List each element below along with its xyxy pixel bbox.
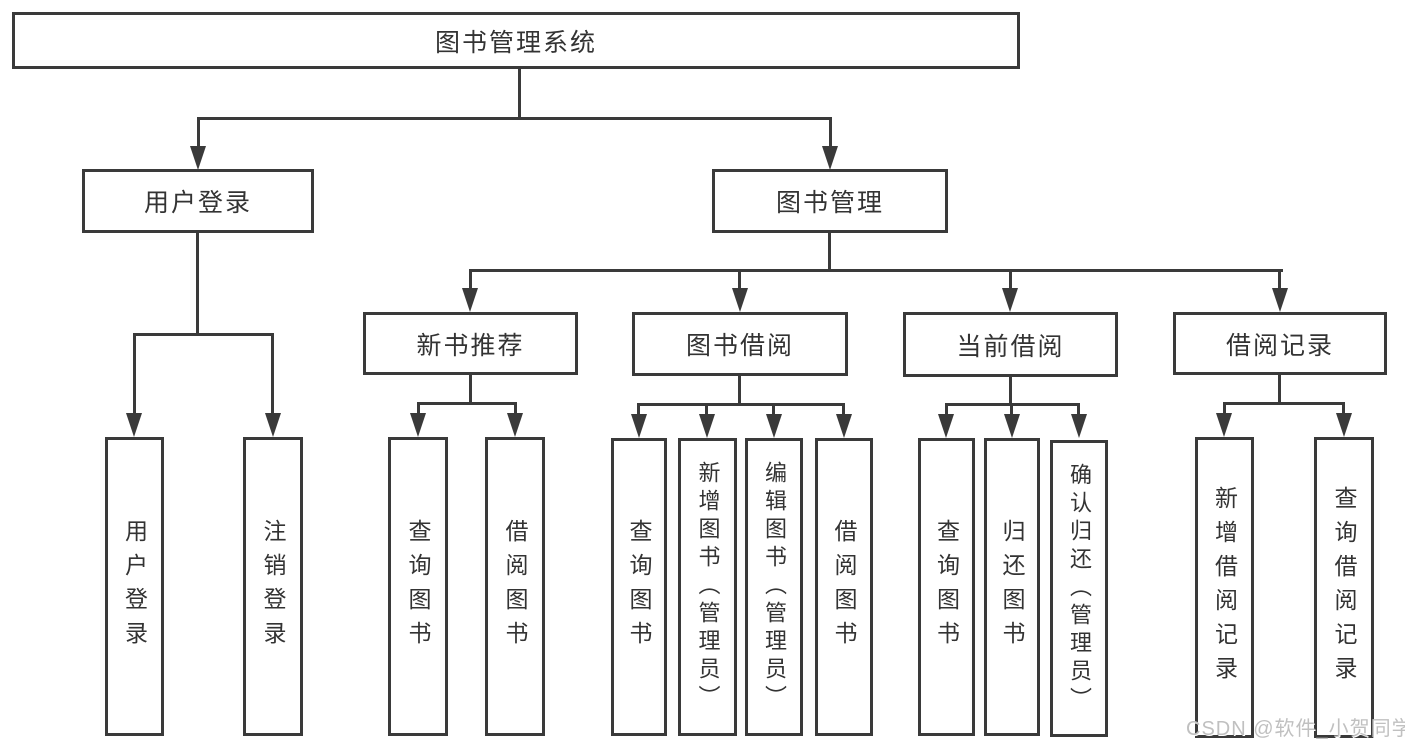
connector-line	[637, 403, 845, 406]
connector-line	[469, 269, 1283, 272]
leaf-user-login: 用户登录	[105, 437, 164, 736]
connector-line	[738, 269, 741, 290]
connector-line	[469, 269, 472, 290]
connector-line	[705, 403, 708, 415]
leaf-borrow-books: 借阅图书	[485, 437, 545, 736]
connector-line	[197, 117, 832, 120]
connector-line	[842, 403, 845, 415]
arrow-down-icon	[126, 413, 142, 437]
leaf-query-books: 查询图书	[918, 438, 975, 736]
arrow-down-icon	[265, 413, 281, 437]
connector-line	[1077, 403, 1080, 415]
connector-line	[1223, 402, 1226, 415]
node-current-borrowing: 当前借阅	[903, 312, 1118, 377]
leaf-query-books: 查询图书	[388, 437, 448, 736]
connector-line	[1009, 269, 1012, 290]
arrow-down-icon	[507, 413, 523, 437]
leaf-add-books-admin: 新增图书（管理员）	[678, 438, 737, 736]
arrow-down-icon	[1002, 288, 1018, 312]
connector-line	[196, 233, 199, 336]
node-book-borrowing: 图书借阅	[632, 312, 848, 376]
arrow-down-icon	[1216, 413, 1232, 437]
arrow-down-icon	[410, 413, 426, 437]
connector-line	[417, 402, 420, 415]
connector-line	[829, 117, 832, 149]
connector-line	[1342, 402, 1345, 415]
leaf-borrow-books: 借阅图书	[815, 438, 873, 736]
arrow-down-icon	[1004, 414, 1020, 438]
connector-line	[514, 402, 517, 415]
arrow-down-icon	[1071, 414, 1087, 438]
connector-line	[738, 376, 741, 406]
connector-line	[637, 403, 640, 415]
leaf-edit-books-admin: 编辑图书（管理员）	[745, 438, 803, 736]
connector-line	[945, 403, 948, 415]
node-new-book-recommend: 新书推荐	[363, 312, 578, 375]
connector-line	[772, 403, 775, 415]
connector-line	[1009, 377, 1012, 406]
arrow-down-icon	[1336, 413, 1352, 437]
arrow-down-icon	[836, 414, 852, 438]
leaf-confirm-return-admin: 确认归还（管理员）	[1050, 440, 1108, 737]
connector-line	[1278, 269, 1281, 290]
leaf-return-books: 归还图书	[984, 438, 1040, 736]
connector-line	[1223, 402, 1345, 405]
connector-line	[518, 69, 521, 119]
connector-line	[469, 375, 472, 405]
watermark: CSDN @软件_小贺同学	[1186, 718, 1405, 740]
arrow-down-icon	[190, 146, 206, 170]
leaf-query-borrow-record: 查询借阅记录	[1314, 437, 1374, 738]
leaf-logout-login: 注销登录	[243, 437, 303, 736]
arrow-down-icon	[938, 414, 954, 438]
connector-line	[133, 333, 136, 414]
arrow-down-icon	[766, 414, 782, 438]
node-user-login: 用户登录	[82, 169, 314, 233]
leaf-add-borrow-record: 新增借阅记录	[1195, 437, 1254, 738]
node-borrowing-records: 借阅记录	[1173, 312, 1387, 375]
arrow-down-icon	[822, 146, 838, 170]
connector-line	[1010, 403, 1013, 415]
connector-line	[828, 233, 831, 272]
arrow-down-icon	[699, 414, 715, 438]
arrow-down-icon	[462, 288, 478, 312]
node-library-system: 图书管理系统	[12, 12, 1020, 69]
leaf-query-books: 查询图书	[611, 438, 667, 736]
node-book-management: 图书管理	[712, 169, 948, 233]
connector-line	[1278, 375, 1281, 405]
connector-line	[271, 333, 274, 414]
arrow-down-icon	[732, 288, 748, 312]
connector-line	[197, 117, 200, 149]
connector-line	[417, 402, 517, 405]
arrow-down-icon	[631, 414, 647, 438]
arrow-down-icon	[1272, 288, 1288, 312]
connector-line	[133, 333, 274, 336]
